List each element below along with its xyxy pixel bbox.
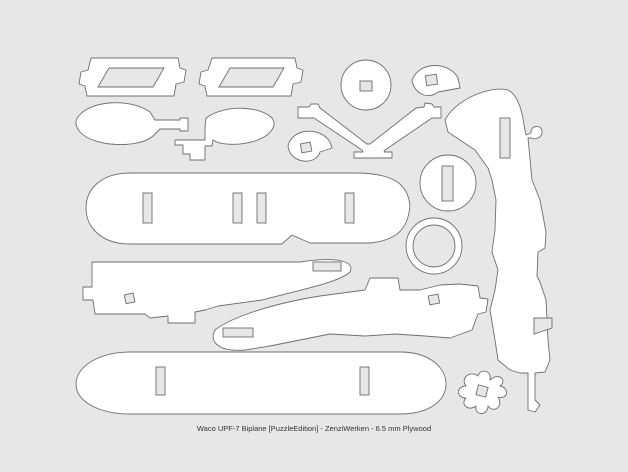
cowl-ring — [405, 217, 463, 275]
fuselage-lower — [212, 277, 489, 351]
tail-fin — [444, 88, 553, 413]
cowl-disc — [419, 154, 477, 212]
upper-wing — [85, 172, 411, 245]
fuselage-upper — [82, 259, 352, 324]
landing-gear-strut — [297, 102, 442, 159]
strut-frame-right — [198, 57, 304, 97]
strut-frame-left — [78, 57, 187, 97]
engine-flower — [458, 370, 507, 414]
spinner-disc — [340, 59, 392, 111]
sheet-caption: Waco UPF-7 Biplane [PuzzleEdition] - Zen… — [196, 424, 432, 433]
stabilizer-left — [75, 102, 189, 145]
lower-wing — [75, 351, 447, 415]
wheel-pant-left — [287, 130, 333, 162]
stabilizer-right — [174, 107, 275, 161]
wheel-pant-right — [411, 65, 461, 96]
